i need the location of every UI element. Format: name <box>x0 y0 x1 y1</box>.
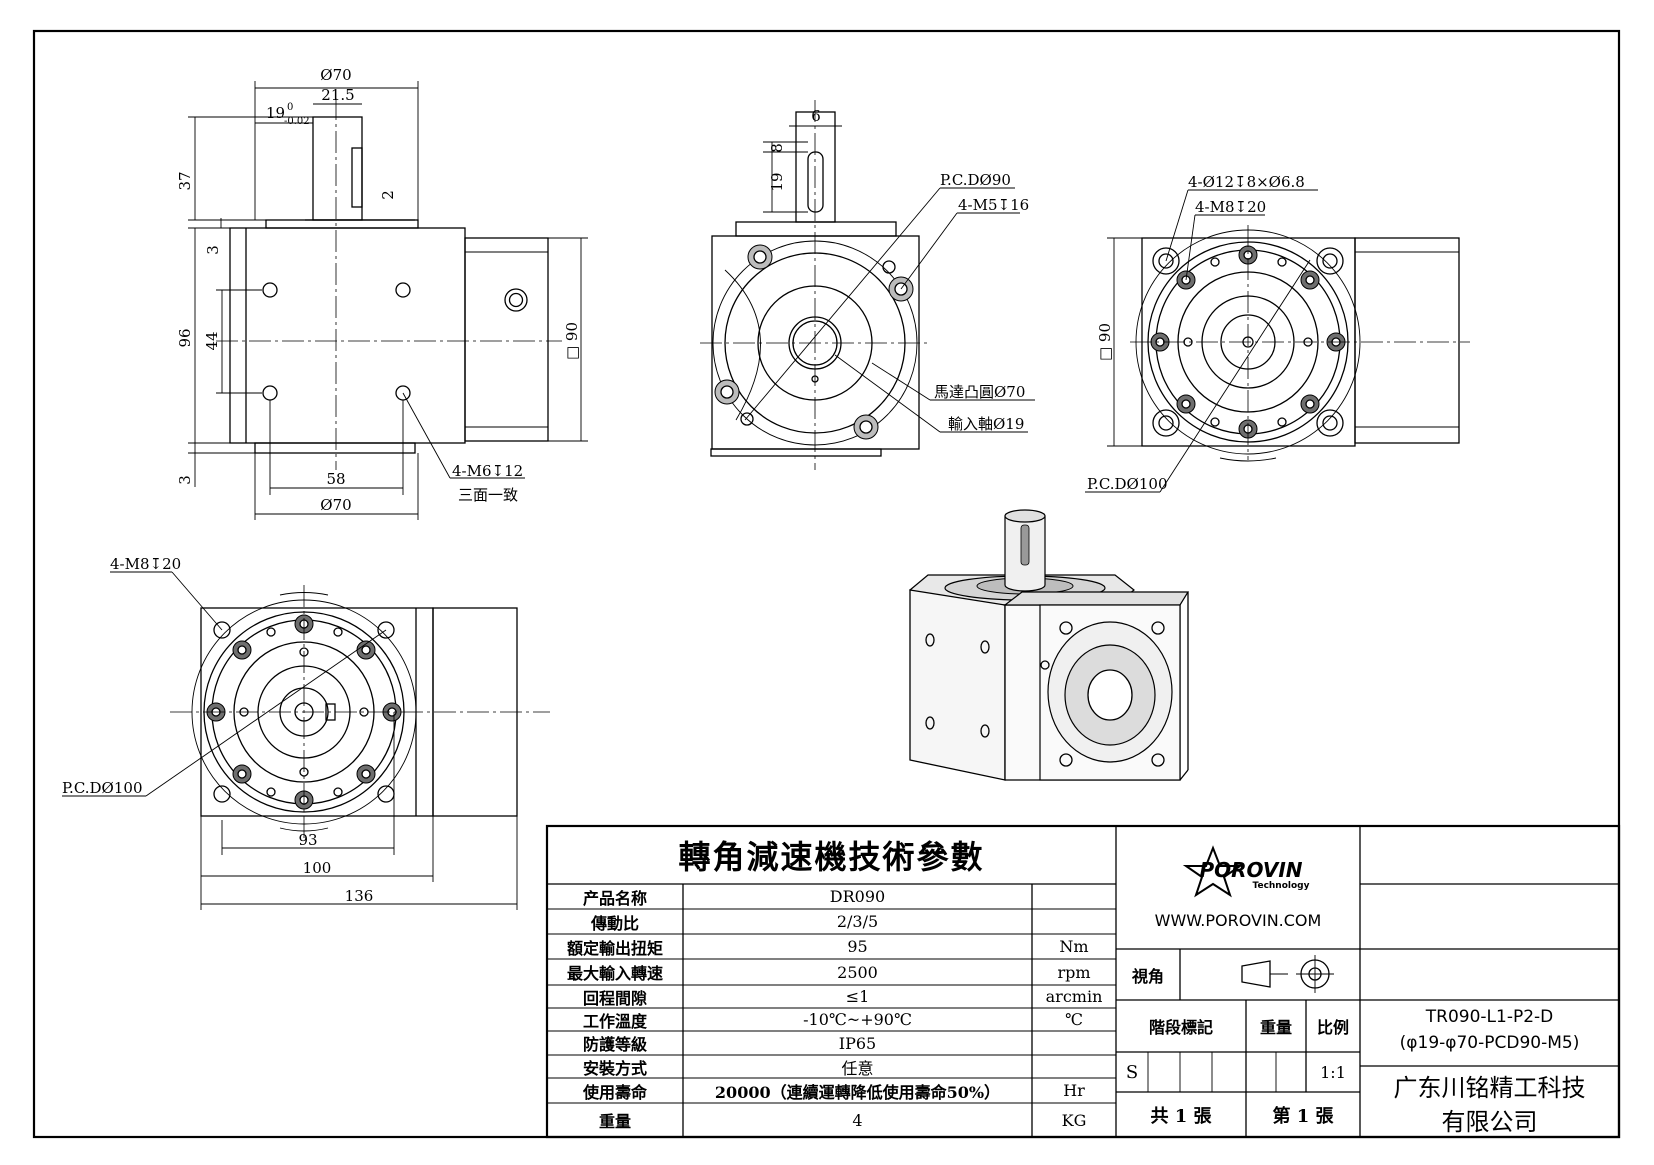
bottom-view <box>62 571 550 910</box>
model-line-2: (φ19-φ70-PCD90-M5) <box>1399 1033 1580 1053</box>
dim-shaft-dia: 19 <box>266 104 285 122</box>
title-block-grid <box>545 824 1621 1139</box>
note-front-pcd: P.C.DØ90 <box>940 171 1011 189</box>
spec-value: 2/3/5 <box>836 912 879 931</box>
front-view-dimension-texts: 6 8 19 P.C.DØ90 4-M5↧16 馬達凸圓Ø70 輸入軸Ø19 <box>768 107 1029 433</box>
spec-value: 95 <box>847 937 868 956</box>
scale-label: 比例 <box>1316 1018 1349 1037</box>
note-three-faces: 三面一致 <box>458 486 518 504</box>
dim-96: 96 <box>176 328 194 347</box>
dim-shaft-tol-upper: 0 <box>287 102 293 113</box>
spec-unit: Hr <box>1063 1081 1085 1100</box>
dim-right-square: □ 90 <box>1096 323 1114 361</box>
note-input-shaft: 輸入軸Ø19 <box>948 415 1024 433</box>
spec-label: 最大輸入轉速 <box>566 964 663 983</box>
weight-label: 重量 <box>1259 1018 1292 1037</box>
dim-3-bottom: 3 <box>176 475 194 485</box>
dim-shaft-tol-lower: -0.02 <box>284 116 310 127</box>
side-view <box>188 81 588 520</box>
note-right-pcd: P.C.DØ100 <box>1087 475 1168 493</box>
logo-star-icon <box>1182 845 1244 898</box>
sheet-number: 第 1 張 <box>1272 1105 1334 1127</box>
company-line-2: 有限公司 <box>1441 1107 1538 1136</box>
spec-value: 2500 <box>837 962 878 982</box>
spec-unit: rpm <box>1057 962 1091 982</box>
scale-value: 1:1 <box>1320 1062 1346 1082</box>
dim-height-37: 37 <box>176 171 194 190</box>
note-right-holes: 4-Ø12↧8×Ø6.8 <box>1188 173 1305 191</box>
bottom-view-dimension-texts: 4-M8↧20 P.C.DØ100 93 100 136 <box>62 555 373 905</box>
spec-label: 傳動比 <box>590 913 639 933</box>
spec-value: ≤1 <box>845 987 870 1006</box>
model-line-1: TR090-L1-P2-D <box>1425 1007 1554 1027</box>
note-m6-holes: 4-M6↧12 <box>452 462 523 480</box>
dim-bl-93: 93 <box>298 831 317 849</box>
company-line-1: 广东川铭精工科技 <box>1393 1073 1586 1102</box>
spec-unit: arcmin <box>1045 987 1103 1006</box>
dim-3-top: 3 <box>204 245 222 255</box>
dim-bl-100: 100 <box>303 859 332 877</box>
spec-label: 回程間隙 <box>582 988 647 1008</box>
spec-value: 4 <box>852 1110 863 1130</box>
spec-value: DR090 <box>829 887 886 906</box>
note-bl-pcd: P.C.DØ100 <box>62 779 143 797</box>
dim-front-19: 19 <box>768 172 786 191</box>
dim-58: 58 <box>326 470 345 488</box>
dim-key-width: 21.5 <box>321 86 354 104</box>
note-right-m8: 4-M8↧20 <box>1195 198 1266 216</box>
note-motor-boss: 馬達凸圓Ø70 <box>934 383 1025 401</box>
spec-unit: Nm <box>1059 937 1089 956</box>
dim-front-key-6: 6 <box>811 107 821 125</box>
spec-unit <box>1032 1031 1116 1055</box>
dim-44: 44 <box>203 331 221 350</box>
dim-top-shaft-dia: Ø70 <box>320 66 351 84</box>
note-front-m5: 4-M5↧16 <box>958 196 1029 214</box>
spec-value: 任意 <box>841 1058 874 1078</box>
right-view-dimension-texts: 4-Ø12↧8×Ø6.8 4-M8↧20 □ 90 P.C.DØ100 <box>1087 173 1305 493</box>
side-view-dimension-texts: Ø70 21.5 19 0 -0.02 37 2 3 96 44 □ 90 58… <box>176 66 581 514</box>
dim-front-8: 8 <box>768 143 786 153</box>
stage-value: S <box>1125 1061 1139 1083</box>
spec-unit: ℃ <box>1065 1010 1083 1029</box>
spec-label: 产品名称 <box>582 888 647 908</box>
spec-unit <box>1032 1055 1116 1078</box>
right-view <box>1085 189 1470 493</box>
note-bl-m8: 4-M8↧20 <box>110 555 181 573</box>
dim-bl-136: 136 <box>345 887 374 905</box>
total-sheets: 共 1 張 <box>1150 1105 1212 1127</box>
spec-unit <box>1032 884 1116 909</box>
dim-square-90: □ 90 <box>563 322 581 360</box>
logo-sub: Technology <box>1252 881 1310 891</box>
website: WWW.POROVIN.COM <box>1154 910 1322 930</box>
dim-bottom-dia: Ø70 <box>320 496 351 514</box>
spec-value: -10℃~+90℃ <box>803 1010 912 1029</box>
spec-label: 額定輸出扭矩 <box>566 938 663 958</box>
spec-label: 重量 <box>598 1112 631 1131</box>
spec-label: 工作溫度 <box>582 1011 647 1031</box>
spec-value: IP65 <box>838 1033 877 1053</box>
spec-label: 使用壽命 <box>582 1082 647 1102</box>
spec-unit <box>1032 909 1116 934</box>
spec-label: 防護等級 <box>582 1035 647 1054</box>
spec-value: 20000（連續運轉降低使用壽命50%） <box>714 1082 1001 1102</box>
spec-label: 安裝方式 <box>582 1058 647 1078</box>
isometric-view <box>909 509 1190 781</box>
dim-2: 2 <box>379 190 397 200</box>
front-view <box>700 100 1035 470</box>
view-label: 視角 <box>1131 966 1164 986</box>
logo-text: POROVIN <box>1199 858 1303 882</box>
spec-table-title: 轉角減速機技術參數 <box>678 838 985 876</box>
stage-label: 階段標記 <box>1148 1018 1213 1037</box>
spec-unit: KG <box>1061 1110 1087 1130</box>
